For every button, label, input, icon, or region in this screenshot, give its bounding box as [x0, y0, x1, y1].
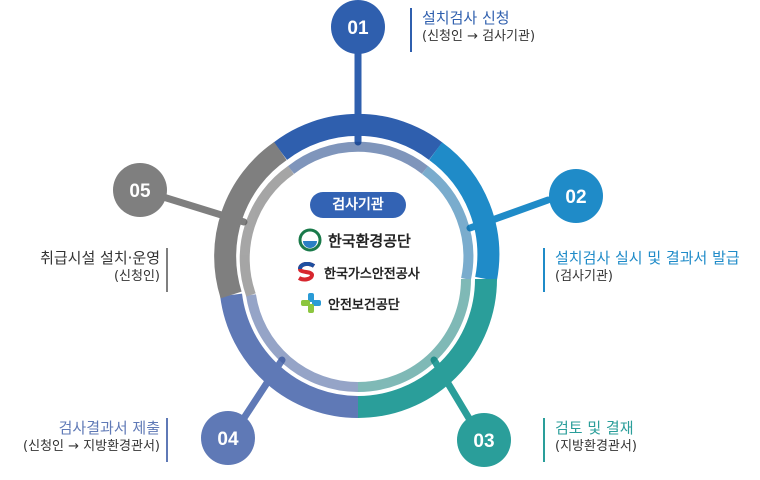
step-label-02: 설치검사 실시 및 결과서 발급 (검사기관): [555, 248, 740, 286]
node-01: 01: [331, 0, 385, 54]
label-bar-01: [410, 8, 412, 52]
node-02: 02: [549, 169, 603, 223]
ring-segment-01: [273, 113, 443, 160]
label-bar-03: [543, 418, 545, 462]
org-kosha: 안전보건공단: [300, 292, 400, 314]
ring-segment-02: [428, 142, 500, 282]
step-label-03: 검토 및 결재 (지방환경관서): [555, 418, 637, 456]
node-03: 03: [457, 413, 511, 467]
step-sub-04: (신청인 → 지방환경관서): [23, 439, 160, 455]
ring-segment-04: [220, 293, 359, 418]
org-kgs: 한국가스안전공사: [296, 262, 420, 282]
step-label-04: 검사결과서 제출 (신청인 → 지방환경관서): [23, 418, 160, 456]
label-bar-02: [543, 248, 545, 292]
step-sub-05: (신청인): [113, 269, 160, 285]
step-sub-03: (지방환경관서): [555, 439, 637, 455]
label-bar-05: [166, 248, 168, 292]
node-number-02: 02: [565, 187, 586, 208]
step-title-04: 검사결과서 제출: [58, 419, 160, 437]
node-number-01: 01: [347, 18, 369, 39]
node-number-03: 03: [473, 431, 494, 452]
step-sub-02: (검사기관): [555, 269, 613, 285]
step-title-02: 설치검사 실시 및 결과서 발급: [555, 249, 740, 267]
org-name-3: 안전보건공단: [328, 297, 400, 313]
ring-segment-03: [357, 278, 497, 418]
label-bar-04: [166, 418, 168, 462]
kgs-logo-icon: [297, 262, 316, 282]
step-title-05: 취급시설 설치·운영: [40, 249, 160, 267]
keco-logo-icon: [298, 228, 322, 252]
step-label-05: 취급시설 설치·운영 (신청인): [40, 248, 160, 286]
kosha-logo-icon: [301, 293, 321, 313]
node-05: 05: [113, 163, 167, 217]
step-title-03: 검토 및 결재: [555, 419, 634, 437]
node-number-05: 05: [129, 181, 151, 202]
node-number-04: 04: [217, 429, 239, 450]
step-sub-01: (신청인 → 검사기관): [422, 29, 536, 45]
node-04: 04: [201, 411, 255, 465]
org-keco: 한국환경공단: [298, 228, 411, 252]
org-name-2: 한국가스안전공사: [324, 266, 420, 282]
inner-ring: [239, 141, 474, 393]
org-name-1: 한국환경공단: [328, 231, 411, 250]
step-label-01: 설치검사 신청 (신청인 → 검사기관): [422, 8, 535, 46]
ring-segment-05: [214, 142, 287, 299]
step-title-01: 설치검사 신청: [422, 9, 510, 27]
center-title: 검사기관: [310, 192, 406, 218]
outer-ring: [214, 113, 500, 418]
